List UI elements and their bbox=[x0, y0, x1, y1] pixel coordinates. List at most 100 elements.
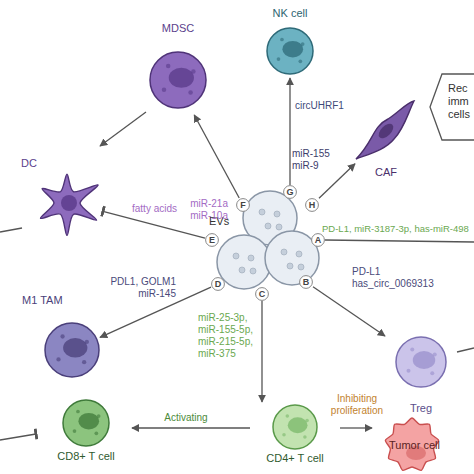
vesicle-cargo bbox=[281, 249, 287, 255]
letter-circle bbox=[312, 234, 325, 247]
leader-line bbox=[0, 228, 22, 232]
ev-cluster: EVsGFHEADCB bbox=[185, 165, 345, 305]
letter-circle bbox=[206, 234, 219, 247]
edge-label: Inhibiting proliferation bbox=[326, 393, 388, 417]
letter-marker: H bbox=[305, 198, 319, 212]
cell-granule bbox=[303, 435, 307, 439]
leader-line bbox=[325, 240, 474, 242]
cell-label: DC bbox=[21, 157, 61, 170]
callout-letter: E bbox=[205, 233, 219, 247]
vesicle bbox=[217, 235, 271, 289]
callout-letter: H bbox=[305, 198, 319, 212]
cell-label: M1 TAM bbox=[22, 294, 92, 307]
cell-body bbox=[45, 323, 99, 377]
cell-granule bbox=[299, 60, 303, 64]
cell-granule bbox=[191, 69, 195, 73]
cell-granule bbox=[95, 432, 99, 436]
cd8-t-cell: CD8+ T cell bbox=[40, 396, 132, 472]
inhibition-line bbox=[0, 434, 36, 440]
connector-arrow bbox=[313, 287, 385, 336]
letter-marker: A bbox=[311, 233, 325, 247]
connector-arrow bbox=[289, 78, 290, 185]
callout-letter: A bbox=[311, 233, 325, 247]
dendritic-cell: DC bbox=[15, 155, 103, 240]
edge-label: miR-25-3p, miR-155-5p, miR-215-5p, miR-3… bbox=[198, 312, 258, 360]
callout-letter: D bbox=[211, 277, 225, 291]
edge-label: miR-155 miR-9 bbox=[292, 148, 334, 172]
cell-label: Treg bbox=[385, 402, 457, 415]
callout-letter: G bbox=[283, 185, 297, 199]
mdsc-cell: MDSC bbox=[140, 18, 216, 115]
cell-granule bbox=[97, 414, 101, 418]
leader-arrow bbox=[100, 112, 146, 146]
cell-nucleus bbox=[78, 413, 99, 430]
letter-circle bbox=[300, 276, 313, 289]
callout-letter: C bbox=[255, 287, 269, 301]
cell-body bbox=[63, 400, 109, 446]
cell-nucleus bbox=[169, 68, 194, 88]
letter-circle bbox=[306, 199, 319, 212]
cell-nucleus bbox=[413, 351, 436, 369]
connector-arrow bbox=[103, 211, 205, 238]
edge-label: Activating bbox=[146, 412, 226, 424]
cell-granule bbox=[407, 369, 411, 373]
cell-granule bbox=[301, 42, 305, 46]
edge-label: miR-21a miR-10a bbox=[186, 198, 228, 222]
cell-granule bbox=[82, 360, 86, 364]
cell-granule bbox=[286, 414, 290, 418]
connector-arrow bbox=[132, 427, 250, 428]
letter-marker: F bbox=[236, 198, 250, 212]
letter-circle bbox=[284, 186, 297, 199]
cell-granule bbox=[430, 371, 434, 375]
cell-nucleus bbox=[288, 417, 308, 433]
vesicle-cargo bbox=[233, 253, 239, 259]
cell-label: CD8+ T cell bbox=[40, 450, 132, 463]
cargo-label: PD-L1, miR-3187-3p, has-miR-498 bbox=[322, 223, 474, 235]
macrophage-cell: M1 TAM bbox=[10, 292, 100, 380]
cell-label: Rec imm cells bbox=[448, 82, 474, 121]
cell-granule bbox=[433, 353, 437, 357]
vesicle-cargo bbox=[265, 223, 271, 229]
cell-label: NK cell bbox=[255, 7, 325, 20]
callout-box: Rec imm cells bbox=[428, 72, 474, 142]
cell-nucleus bbox=[376, 121, 396, 141]
letter-marker: E bbox=[205, 233, 219, 247]
cell-label: Tumor cell bbox=[372, 439, 457, 452]
vesicle-cargo bbox=[239, 267, 245, 273]
cell-granule bbox=[188, 90, 192, 94]
edge-label: PD-L1 has_circ_0069313 bbox=[352, 266, 440, 290]
tumor-cell: Tumor cell bbox=[372, 415, 457, 474]
cell-granule bbox=[60, 334, 64, 338]
callout-letter: B bbox=[299, 275, 313, 289]
cell-granule bbox=[280, 38, 284, 42]
letter-marker: D bbox=[211, 277, 225, 291]
cell-granule bbox=[282, 433, 286, 437]
connector-arrow bbox=[194, 115, 239, 198]
cell-body bbox=[273, 405, 317, 449]
cell-label: MDSC bbox=[140, 22, 216, 35]
bracket-outline bbox=[430, 74, 474, 140]
cell-granule bbox=[162, 88, 166, 92]
vesicle bbox=[265, 231, 319, 285]
cell-body bbox=[396, 337, 446, 387]
callout-letter: F bbox=[236, 198, 250, 212]
cell-body bbox=[267, 28, 313, 74]
vesicle-cargo bbox=[296, 251, 302, 257]
vesicle-cargo bbox=[298, 264, 304, 270]
edge-label: circUHRF1 bbox=[295, 100, 355, 112]
letter-marker: B bbox=[299, 275, 313, 289]
cell-nucleus bbox=[63, 338, 87, 357]
edge-label: fatty acids bbox=[132, 203, 192, 215]
cell-body bbox=[150, 52, 206, 108]
edge-label: PDL1, GOLM1 miR-145 bbox=[108, 276, 176, 300]
cell-granule bbox=[76, 410, 80, 414]
caf-cell: CAF bbox=[355, 100, 417, 182]
vesicle-cargo bbox=[276, 224, 282, 230]
connector-arrow bbox=[319, 164, 355, 199]
nk-cell: NK cell bbox=[255, 4, 325, 78]
cell-granule bbox=[85, 340, 89, 344]
letter-marker: G bbox=[283, 185, 297, 199]
cell-nucleus bbox=[282, 41, 303, 58]
cell-granule bbox=[305, 419, 309, 423]
